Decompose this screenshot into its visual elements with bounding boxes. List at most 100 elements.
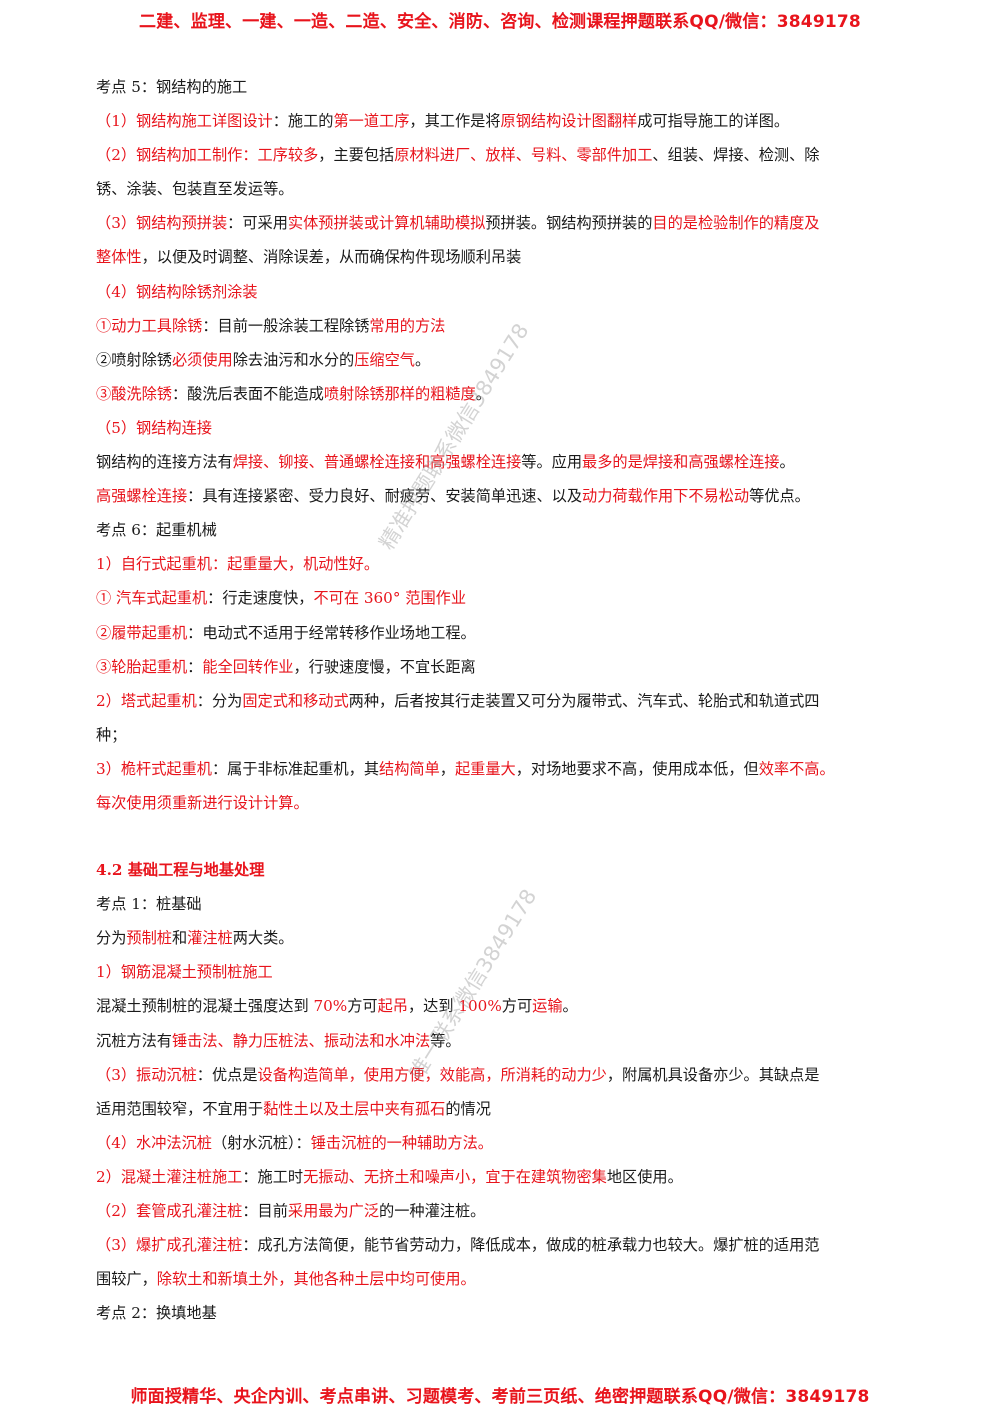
text-run: ：分为 xyxy=(196,691,243,710)
text-run: 70% xyxy=(313,997,348,1016)
text-line: 围较广，除软土和新填土外，其他各种土层中均可使用。 xyxy=(96,1262,932,1296)
text-run: 钢结构的连接方法有 xyxy=(96,453,233,472)
text-run: 效率不高。 xyxy=(758,759,835,778)
text-run: ：优点是 xyxy=(196,1065,258,1084)
text-run: 无振动、无挤土和噪声小，宜于在建筑物密集 xyxy=(303,1167,607,1186)
text-run: （3）钢结构预拼装 xyxy=(96,214,228,233)
text-run: （2）钢结构加工制作： xyxy=(96,146,258,165)
text-line: 混凝土预制桩的混凝土强度达到 70%方可起吊，达到 100%方可运输。 xyxy=(96,989,932,1023)
text-run: ②喷射除锈 xyxy=(96,350,172,369)
document-body: 考点 5：钢结构的施工（1）钢结构施工详图设计：施工的第一道工序，其工作是将原钢… xyxy=(96,70,932,1330)
text-run: 等。应用 xyxy=(521,453,582,472)
text-run: ，行驶速度慢，不宜长距离 xyxy=(293,657,476,676)
text-run: 整体性 xyxy=(96,248,142,267)
text-run: （4）水冲法沉桩 xyxy=(96,1133,212,1152)
text-run: ，达到 xyxy=(407,997,459,1016)
text-line: （3）爆扩成孔灌注桩：成孔方法简便，能节省劳动力，降低成本，做成的桩承载力也较大… xyxy=(96,1228,932,1262)
text-run: 。 xyxy=(779,453,795,472)
text-run: 预拼装。钢结构预拼装的 xyxy=(485,214,653,233)
text-run: 两种，后者按其行走装置又可分为履带式、汽车式、轮胎式和轨道式四 xyxy=(348,691,820,710)
text-run: ：属于非标准起重机，其 xyxy=(211,759,380,778)
text-run: 和 xyxy=(171,929,188,948)
text-run: 的一种灌注桩。 xyxy=(379,1202,486,1220)
text-run: ②履带起重机 xyxy=(96,623,188,642)
text-line: ②履带起重机：电动式不适用于经常转移作业场地工程。 xyxy=(96,616,932,650)
text-line: 2）混凝土灌注桩施工：施工时无振动、无挤土和噪声小，宜于在建筑物密集地区使用。 xyxy=(96,1160,932,1194)
text-run: 必须使用 xyxy=(171,350,233,369)
text-line: 适用范围较窄，不宜用于黏性土以及土层中夹有孤石的情况 xyxy=(96,1092,932,1126)
text-run: 适用范围较窄，不宜用于 xyxy=(96,1099,264,1118)
text-run: 。 xyxy=(414,350,431,369)
text-run: ③轮胎起重机 xyxy=(96,657,188,676)
text-line: 考点 2：换填地基 xyxy=(96,1296,932,1330)
text-line: （5）钢结构连接 xyxy=(96,411,932,445)
text-run: ， xyxy=(439,759,455,778)
blank-line xyxy=(96,820,932,853)
text-run: 原材料进厂、放样、号料、零部件加工 xyxy=(394,146,653,165)
text-run: 1）钢筋混凝土预制桩施工 xyxy=(96,963,273,982)
text-run: ③酸洗除锈 xyxy=(96,384,172,403)
text-run: 起重量大 xyxy=(454,759,516,778)
text-run: 工序较多 xyxy=(257,146,319,165)
text-run: 详图设计 xyxy=(211,112,273,131)
text-run: ：目前 xyxy=(242,1202,288,1220)
text-line: ②喷射除锈必须使用除去油污和水分的压缩空气。 xyxy=(96,343,932,377)
text-run: 。 xyxy=(475,384,491,403)
text-run: ，其工作是将 xyxy=(409,112,501,131)
text-line: 分为预制桩和灌注桩两大类。 xyxy=(96,921,932,955)
text-run: 能全回转作业 xyxy=(202,657,294,676)
text-run: 固定式和移动式 xyxy=(242,691,349,710)
text-run: 除去油污和水分的 xyxy=(232,350,355,369)
text-run: 压缩空气 xyxy=(354,350,415,369)
text-run: 地区使用。 xyxy=(606,1167,683,1186)
text-line: 3）桅杆式起重机：属于非标准起重机，其结构简单，起重量大，对场地要求不高，使用成… xyxy=(96,752,932,786)
text-run: （射水沉桩）： xyxy=(211,1133,311,1152)
text-run: （5）钢结构连接 xyxy=(96,418,212,437)
text-run: 每次使用须重新进行设计计算。 xyxy=(96,793,309,812)
text-run: ：可采用 xyxy=(227,214,288,233)
text-run: （2）套管成孔灌注桩 xyxy=(96,1202,243,1220)
text-run: 考点 6：起重机械 xyxy=(96,521,217,540)
text-run: 100% xyxy=(458,997,502,1016)
text-run: 原钢结构设计图翻样 xyxy=(500,112,638,131)
text-run: 第一道工序 xyxy=(333,112,410,131)
text-run: 围较广， xyxy=(96,1270,157,1289)
text-run: 结构简单 xyxy=(379,759,440,778)
text-line: （2）钢结构加工制作：工序较多，主要包括原材料进厂、放样、号料、零部件加工、组装… xyxy=(96,138,932,172)
text-run: ：施工的 xyxy=(272,112,334,131)
text-run: ： xyxy=(187,657,203,676)
header-banner: 二建、监理、一建、一造、二造、安全、消防、咨询、检测课程押题联系QQ/微信：38… xyxy=(139,12,861,32)
text-run: 运输 xyxy=(532,997,563,1016)
text-run: 种； xyxy=(96,725,127,744)
text-run: 除软土和新填土外，其他各种土层中均可使用。 xyxy=(156,1270,476,1289)
text-run: 4.2 基础工程与地基处理 xyxy=(96,861,265,880)
text-run: 锤击沉桩的一种辅助方法。 xyxy=(310,1133,493,1152)
text-run: 目的是检验制作的精度及 xyxy=(652,214,820,233)
text-line: 锈、涂装、包装直至发运等。 xyxy=(96,172,932,206)
text-run: 锤击法、静力压桩法、振动法和水冲法 xyxy=(171,1031,431,1050)
text-run: ：具有连接紧密、受力良好、耐疲劳、安装简单迅速、以及 xyxy=(187,487,582,506)
text-run: 混凝土预制桩的混凝土强度达到 xyxy=(96,997,314,1016)
text-line: 考点 1：桩基础 xyxy=(96,887,932,921)
text-run: ，附属机具设备亦少。其缺点是 xyxy=(606,1065,820,1084)
text-run: 成可指导施工的详图。 xyxy=(637,112,790,131)
text-line: （1）钢结构施工详图设计：施工的第一道工序，其工作是将原钢结构设计图翻样成可指导… xyxy=(96,104,932,138)
text-line: （4）钢结构除锈剂涂装 xyxy=(96,275,932,309)
text-run: （3）振动沉桩 xyxy=(96,1065,197,1084)
text-run: ：行走速度快， xyxy=(207,589,314,608)
text-line: 4.2 基础工程与地基处理 xyxy=(96,853,932,887)
text-run: 等。 xyxy=(430,1031,461,1050)
text-run: 灌注桩 xyxy=(187,929,233,948)
text-line: ①动力工具除锈：目前一般涂装工程除锈常用的方法 xyxy=(96,309,932,343)
text-run: 黏性土以及土层中夹有孤石 xyxy=(263,1099,446,1118)
text-run: 1）自行式起重机：起重量大，机动性好。 xyxy=(96,555,380,574)
text-run: 分为 xyxy=(96,929,127,948)
text-run: 的情况 xyxy=(445,1099,491,1118)
text-line: 高强螺栓连接：具有连接紧密、受力良好、耐疲劳、安装简单迅速、以及动力荷载作用下不… xyxy=(96,479,932,513)
text-run: 方可 xyxy=(501,997,533,1016)
text-run: ，以便及时调整、消除误差，从而确保构件现场顺利吊装 xyxy=(141,248,522,267)
text-run: ，主要包括 xyxy=(318,146,395,165)
text-run: 设备构造简单，使用方便，效能高，所消耗的动力少 xyxy=(257,1065,607,1084)
text-run: 实体预拼装或计算机辅助模拟 xyxy=(287,214,486,233)
text-run: 两大类。 xyxy=(232,929,294,948)
